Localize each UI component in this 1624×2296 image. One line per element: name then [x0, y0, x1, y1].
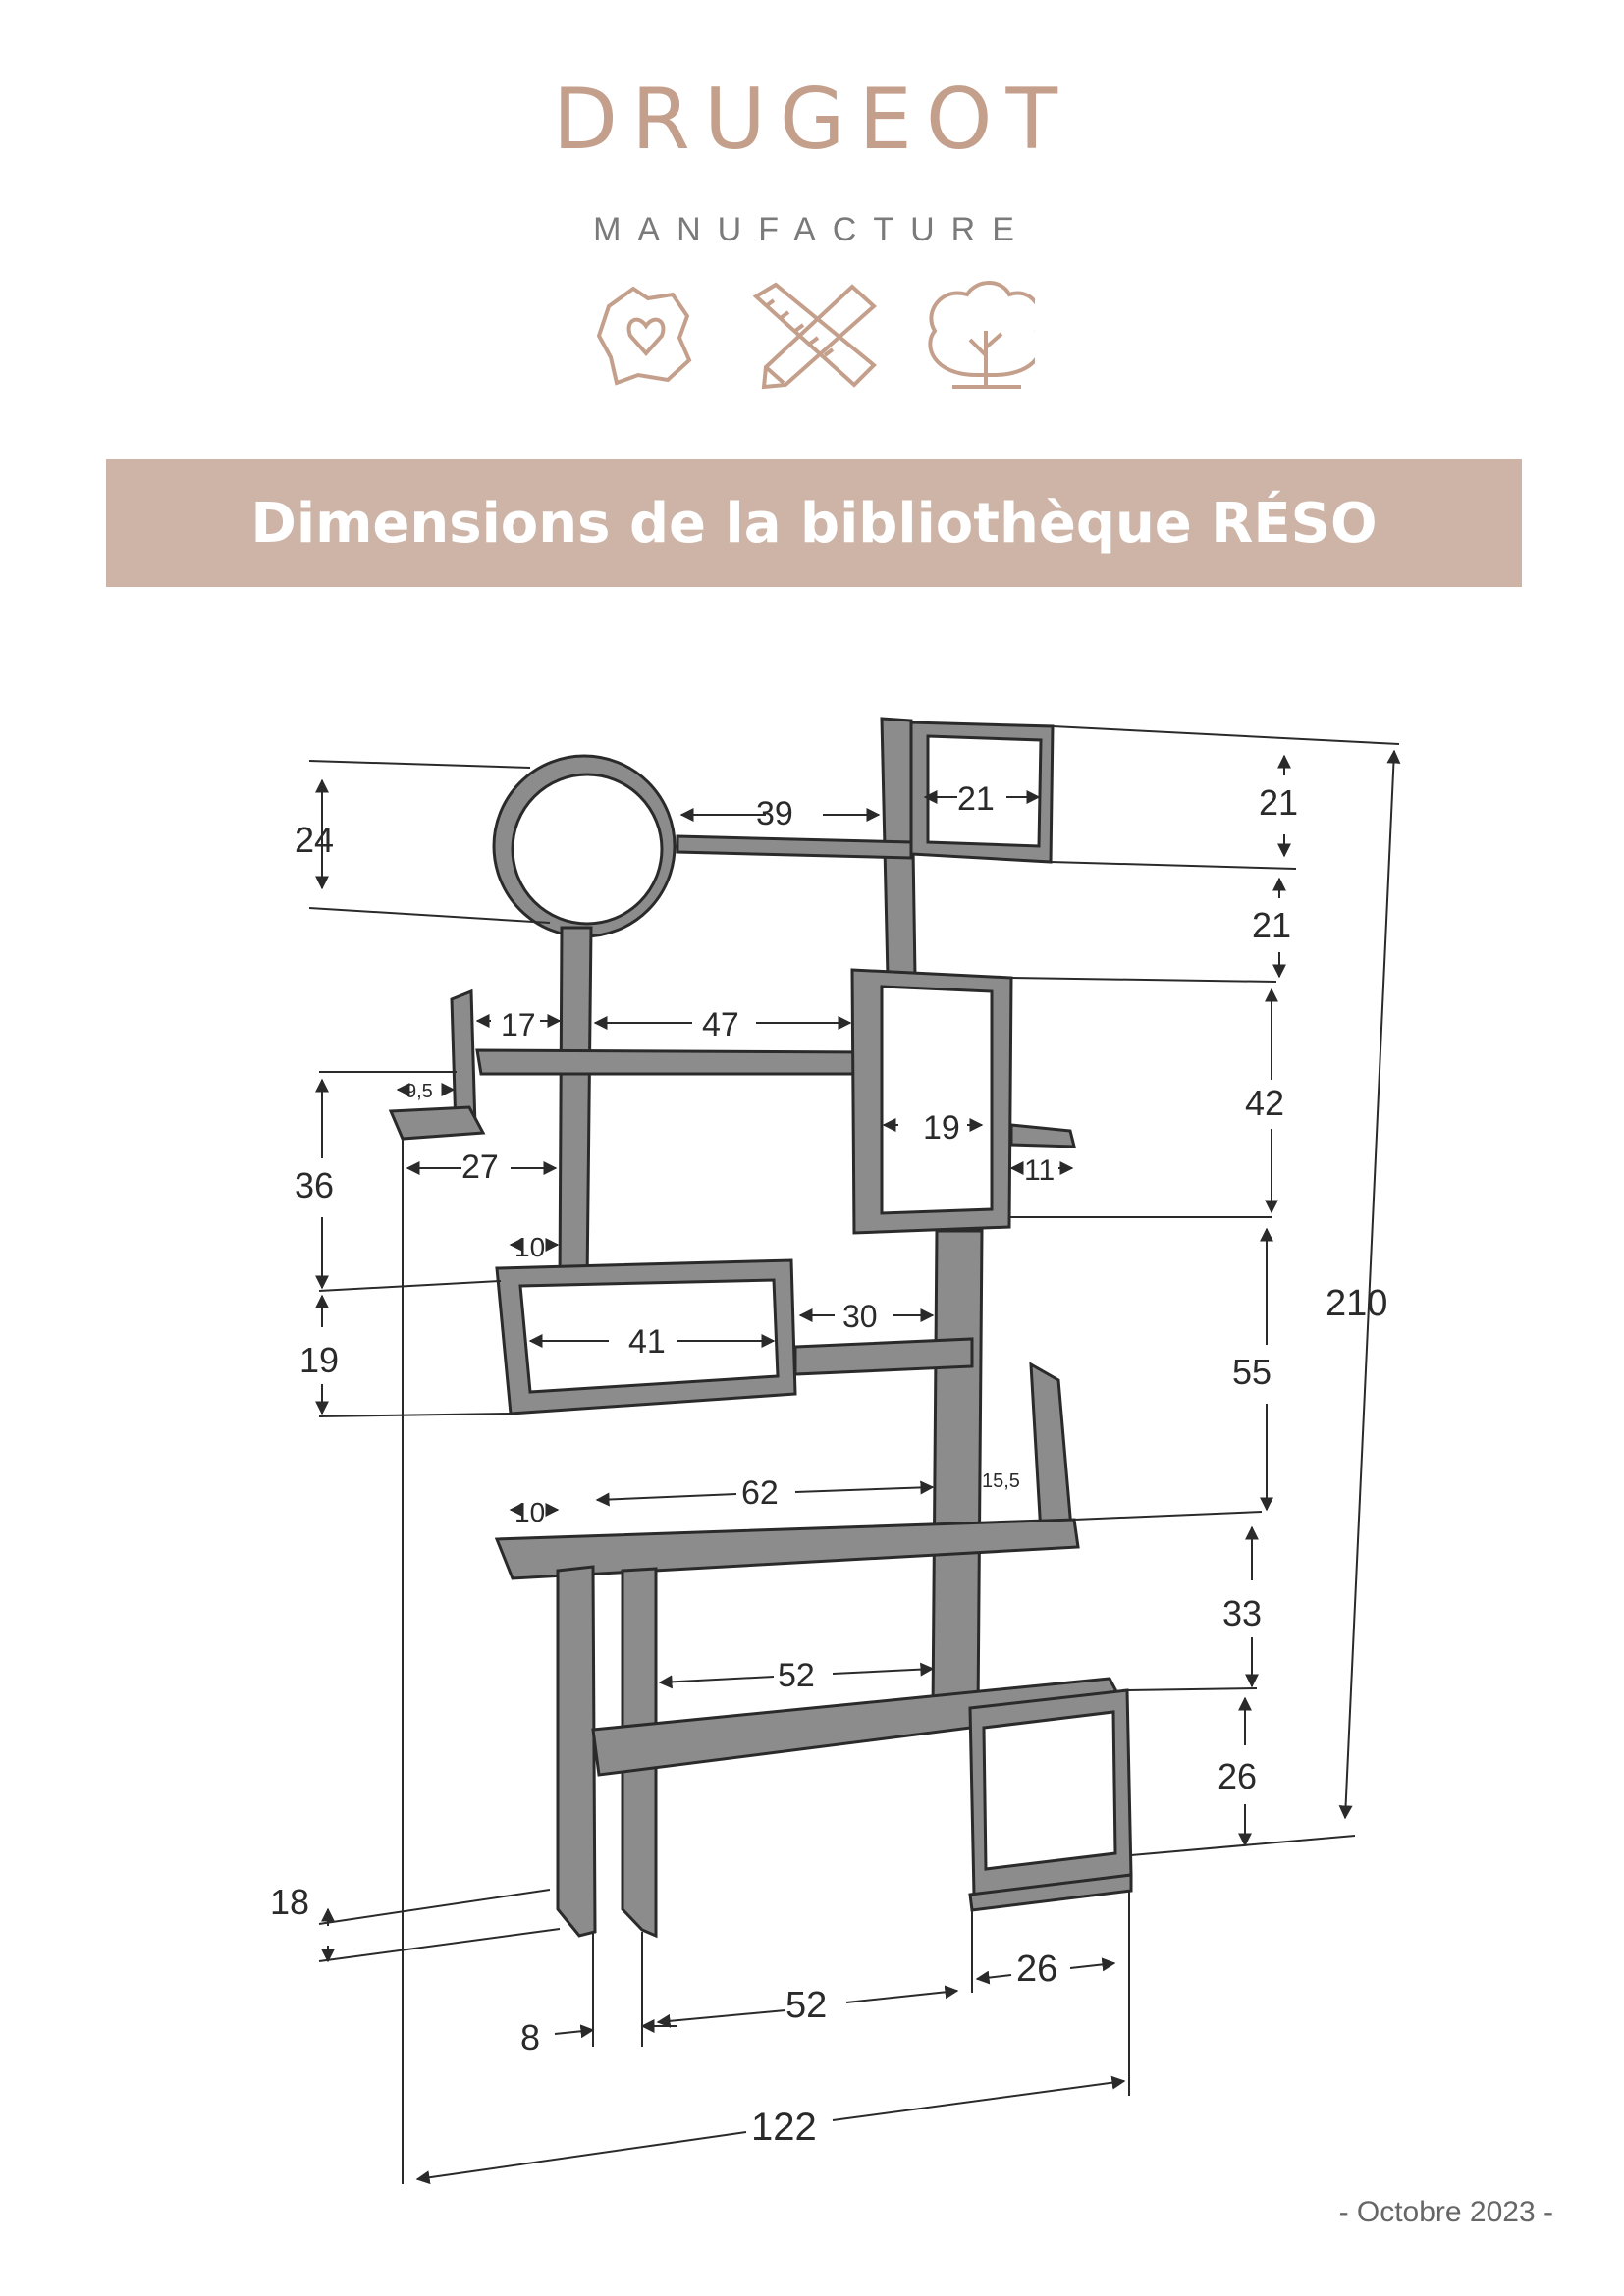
dim-122: 122 [751, 2106, 817, 2149]
brand-logo-text: DRUGEOT [552, 71, 1072, 169]
dimension-lines [308, 725, 1401, 2185]
dim-8: 8 [520, 2017, 540, 2057]
ruler-pencil-icon [752, 282, 877, 390]
page-title: Dimensions de la bibliothèque RÉSO [250, 491, 1378, 556]
dim-30: 30 [842, 1299, 878, 1334]
dim-10-lower: 10 [514, 1497, 545, 1527]
tree-icon [928, 281, 1035, 389]
dim-47: 47 [702, 1006, 739, 1043]
brand-icons [596, 281, 1035, 390]
dim-19-width: 19 [923, 1109, 960, 1147]
small-right-shelf [1009, 1123, 1076, 1148]
dim-39: 39 [756, 795, 793, 832]
dim-11: 11 [1024, 1154, 1055, 1187]
dim-24: 24 [295, 820, 334, 860]
dim-62: 62 [741, 1474, 779, 1512]
dim-18: 18 [270, 1882, 309, 1922]
dim-36: 36 [295, 1165, 334, 1205]
right-tall-back [1029, 1362, 1074, 1541]
right-upright-middle [931, 1229, 984, 1715]
dim-17: 17 [501, 1007, 536, 1042]
dim-15-5: 15,5 [982, 1470, 1020, 1492]
dim-21-height-mid: 21 [1252, 905, 1291, 945]
dim-21-height-top: 21 [1259, 782, 1298, 823]
shelf-62 [494, 1518, 1080, 1580]
footer-date: - Octobre 2023 - [1338, 2196, 1553, 2228]
bookcase-structure [388, 717, 1133, 1939]
shelf-47 [475, 1048, 894, 1076]
left-leg-outer [556, 1565, 597, 1938]
dim-42: 42 [1245, 1083, 1284, 1123]
title-banner: Dimensions de la bibliothèque RÉSO [106, 459, 1522, 587]
france-heart-icon [596, 286, 692, 386]
dim-9-5: 9,5 [406, 1081, 433, 1102]
shelf-39 [676, 834, 913, 860]
brand-subtitle: MANUFACTURE [593, 211, 1031, 248]
dim-26-width: 26 [1016, 1949, 1057, 1990]
left-small-shelf [388, 1105, 486, 1141]
dim-52-bottom: 52 [785, 1985, 827, 2026]
dim-55: 55 [1232, 1352, 1272, 1392]
dim-41: 41 [628, 1323, 666, 1361]
dim-27: 27 [461, 1148, 499, 1186]
shelf-30 [793, 1337, 974, 1376]
dim-210: 210 [1326, 1283, 1387, 1324]
dim-52-shelf: 52 [778, 1657, 815, 1694]
dim-21-width: 21 [957, 780, 995, 818]
dim-19-height: 19 [299, 1340, 339, 1380]
dim-33: 33 [1222, 1593, 1262, 1633]
left-upright-upper [558, 926, 593, 1288]
dimension-labels: 24 39 21 21 21 17 47 42 9,5 19 11 36 27 … [270, 780, 1387, 2149]
dim-26-height: 26 [1218, 1756, 1257, 1796]
dim-10-upper: 10 [514, 1232, 545, 1262]
